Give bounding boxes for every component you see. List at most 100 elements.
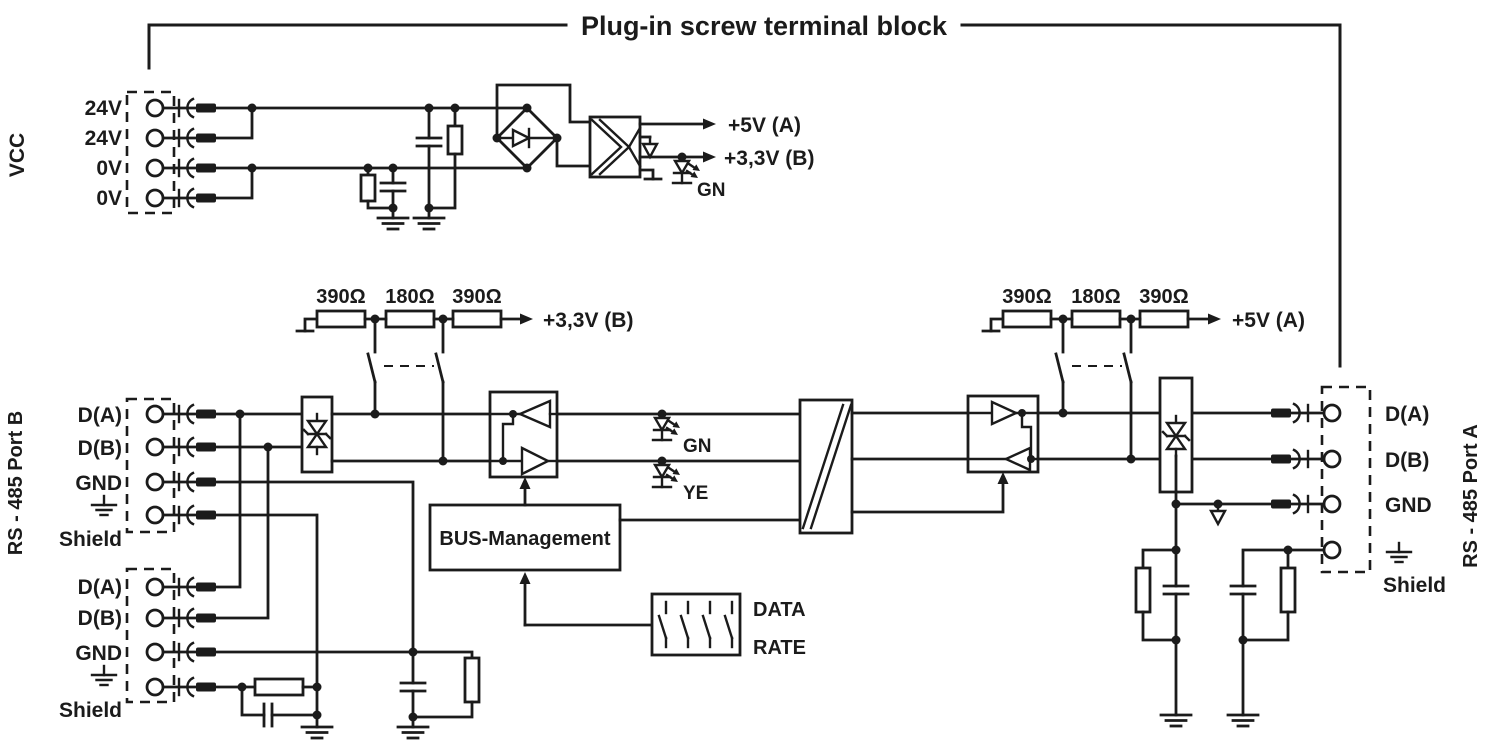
- terminal-label: D(A): [1385, 403, 1429, 426]
- arrow-icon: [997, 472, 1009, 484]
- port-b-terminal-gnd-2: [145, 641, 218, 663]
- bus-lines-a-internal: [850, 411, 1009, 514]
- termination-rail-label: +5V (A): [1232, 309, 1305, 332]
- earth-icon: [90, 494, 118, 517]
- dip-label-data: DATA: [753, 599, 806, 621]
- resistor-value: 390Ω: [316, 286, 365, 308]
- status-led-ye: YE: [651, 459, 708, 504]
- tvs-diode-icon: [1161, 414, 1191, 458]
- status-led-gn: GN: [651, 412, 712, 457]
- vcc-terminal-0v-2: [145, 187, 218, 209]
- port-b-terminal-block: D(A) D(B) GND Shield D(A) D(B) GND Shiel…: [5, 397, 218, 722]
- ground-symbol: [396, 725, 430, 740]
- port-b-terminal-shield-1: [145, 504, 218, 526]
- dcdc-converter: [588, 115, 663, 181]
- arrow-icon: [703, 118, 716, 130]
- led-label: GN: [697, 180, 726, 201]
- terminal-label: D(A): [78, 404, 122, 427]
- port-b-terminal-da-1: [145, 403, 218, 425]
- arrow-icon: [519, 572, 531, 584]
- bridge-rectifier: [492, 83, 592, 173]
- termination-switch: [366, 317, 377, 384]
- arrow-icon: [703, 151, 716, 163]
- vcc-terminal-0v-1: [145, 157, 218, 179]
- termination-switch: [1122, 317, 1133, 384]
- resistor-value: 180Ω: [385, 286, 434, 308]
- vcc-terminal-24v-2: [145, 127, 218, 149]
- arrow-icon: [1208, 313, 1221, 325]
- terminal-label: D(B): [1385, 449, 1429, 472]
- power-rail-3v3: +3,3V (B): [638, 147, 814, 170]
- terminal-label: GND: [75, 642, 122, 665]
- led-icon: [671, 155, 702, 185]
- terminal-label: D(B): [78, 437, 122, 460]
- port-a-terminal-shield: [1322, 540, 1342, 560]
- terminal-label: 0V: [96, 187, 122, 210]
- resistor-value: 390Ω: [452, 286, 501, 308]
- termination-switch: [1054, 317, 1065, 384]
- terminal-block-bracket: Plug-in screw terminal block: [147, 11, 1342, 368]
- tvs-diode-icon: [302, 412, 332, 456]
- terminal-label: GND: [75, 472, 122, 495]
- port-a-terminal-db: [1269, 448, 1342, 470]
- page-title: Plug-in screw terminal block: [581, 11, 948, 41]
- dip-label-rate: RATE: [753, 637, 806, 659]
- power-rail-5v: +5V (A): [638, 114, 801, 137]
- ground-symbol: [412, 216, 446, 231]
- ground-symbol: [1159, 713, 1193, 728]
- bus-lines-a: [1036, 408, 1273, 464]
- port-b-wiring: [214, 409, 481, 740]
- earth-icon: [90, 664, 118, 687]
- arrow-icon: [520, 313, 533, 325]
- ground-symbol: [376, 216, 410, 231]
- led-label: YE: [683, 483, 708, 504]
- terminal-label: Shield: [59, 699, 122, 722]
- vcc-terminal-block: 24V 24V 0V 0V VCC: [6, 90, 218, 215]
- port-a-label: RS - 485 Port A: [1460, 424, 1482, 568]
- tvs-suppressor-b: [300, 395, 334, 474]
- data-rate-dip-switch: DATA RATE: [650, 592, 806, 659]
- termination-switch: [434, 317, 445, 384]
- port-b-terminal-db-1: [145, 436, 218, 458]
- bus-lines-b: [330, 409, 802, 466]
- terminal-label: Shield: [1383, 574, 1446, 597]
- termination-network-b: 390Ω 180Ω 390Ω +3,3V (B): [295, 286, 633, 463]
- bus-management-label: BUS-Management: [439, 528, 610, 550]
- port-a-terminal-da: [1269, 402, 1342, 424]
- power-led-gn: GN: [671, 155, 726, 201]
- isolation-barrier: [798, 398, 854, 535]
- port-a-wiring: [1134, 490, 1326, 728]
- port-b-terminal-shield-2: [145, 676, 218, 698]
- terminal-label: D(B): [78, 607, 122, 630]
- port-b-terminal-da-2: [145, 576, 218, 598]
- earth-icon: [1385, 541, 1413, 564]
- tvs-suppressor-a: [1158, 376, 1194, 494]
- port-b-terminal-db-2: [145, 607, 218, 629]
- bus-management: BUS-Management: [428, 477, 802, 627]
- resistor-value: 390Ω: [1002, 286, 1051, 308]
- ground-symbol: [300, 725, 334, 740]
- power-supply-circuit: [214, 103, 529, 231]
- port-a-terminal-gnd: [1269, 493, 1342, 515]
- terminal-label: 0V: [96, 157, 122, 180]
- terminal-label: D(A): [78, 576, 122, 599]
- transceiver-a: [966, 394, 1040, 474]
- resistor-value: 180Ω: [1071, 286, 1120, 308]
- led-icon: [651, 459, 682, 489]
- port-b-label: RS - 485 Port B: [5, 411, 27, 555]
- ground-symbol: [1226, 713, 1260, 728]
- terminal-label: 24V: [85, 97, 122, 120]
- led-label: GN: [683, 436, 712, 457]
- transceiver-b: [488, 390, 559, 479]
- termination-rail-label: +3,3V (B): [543, 309, 633, 332]
- terminal-label: GND: [1385, 494, 1432, 517]
- arrow-icon: [519, 477, 531, 489]
- vcc-terminal-24v-1: [145, 97, 218, 119]
- led-icon: [651, 412, 682, 442]
- vcc-block-label: VCC: [6, 133, 29, 177]
- terminal-label: 24V: [85, 127, 122, 150]
- rail-label-5v: +5V (A): [728, 114, 801, 137]
- resistor-value: 390Ω: [1139, 286, 1188, 308]
